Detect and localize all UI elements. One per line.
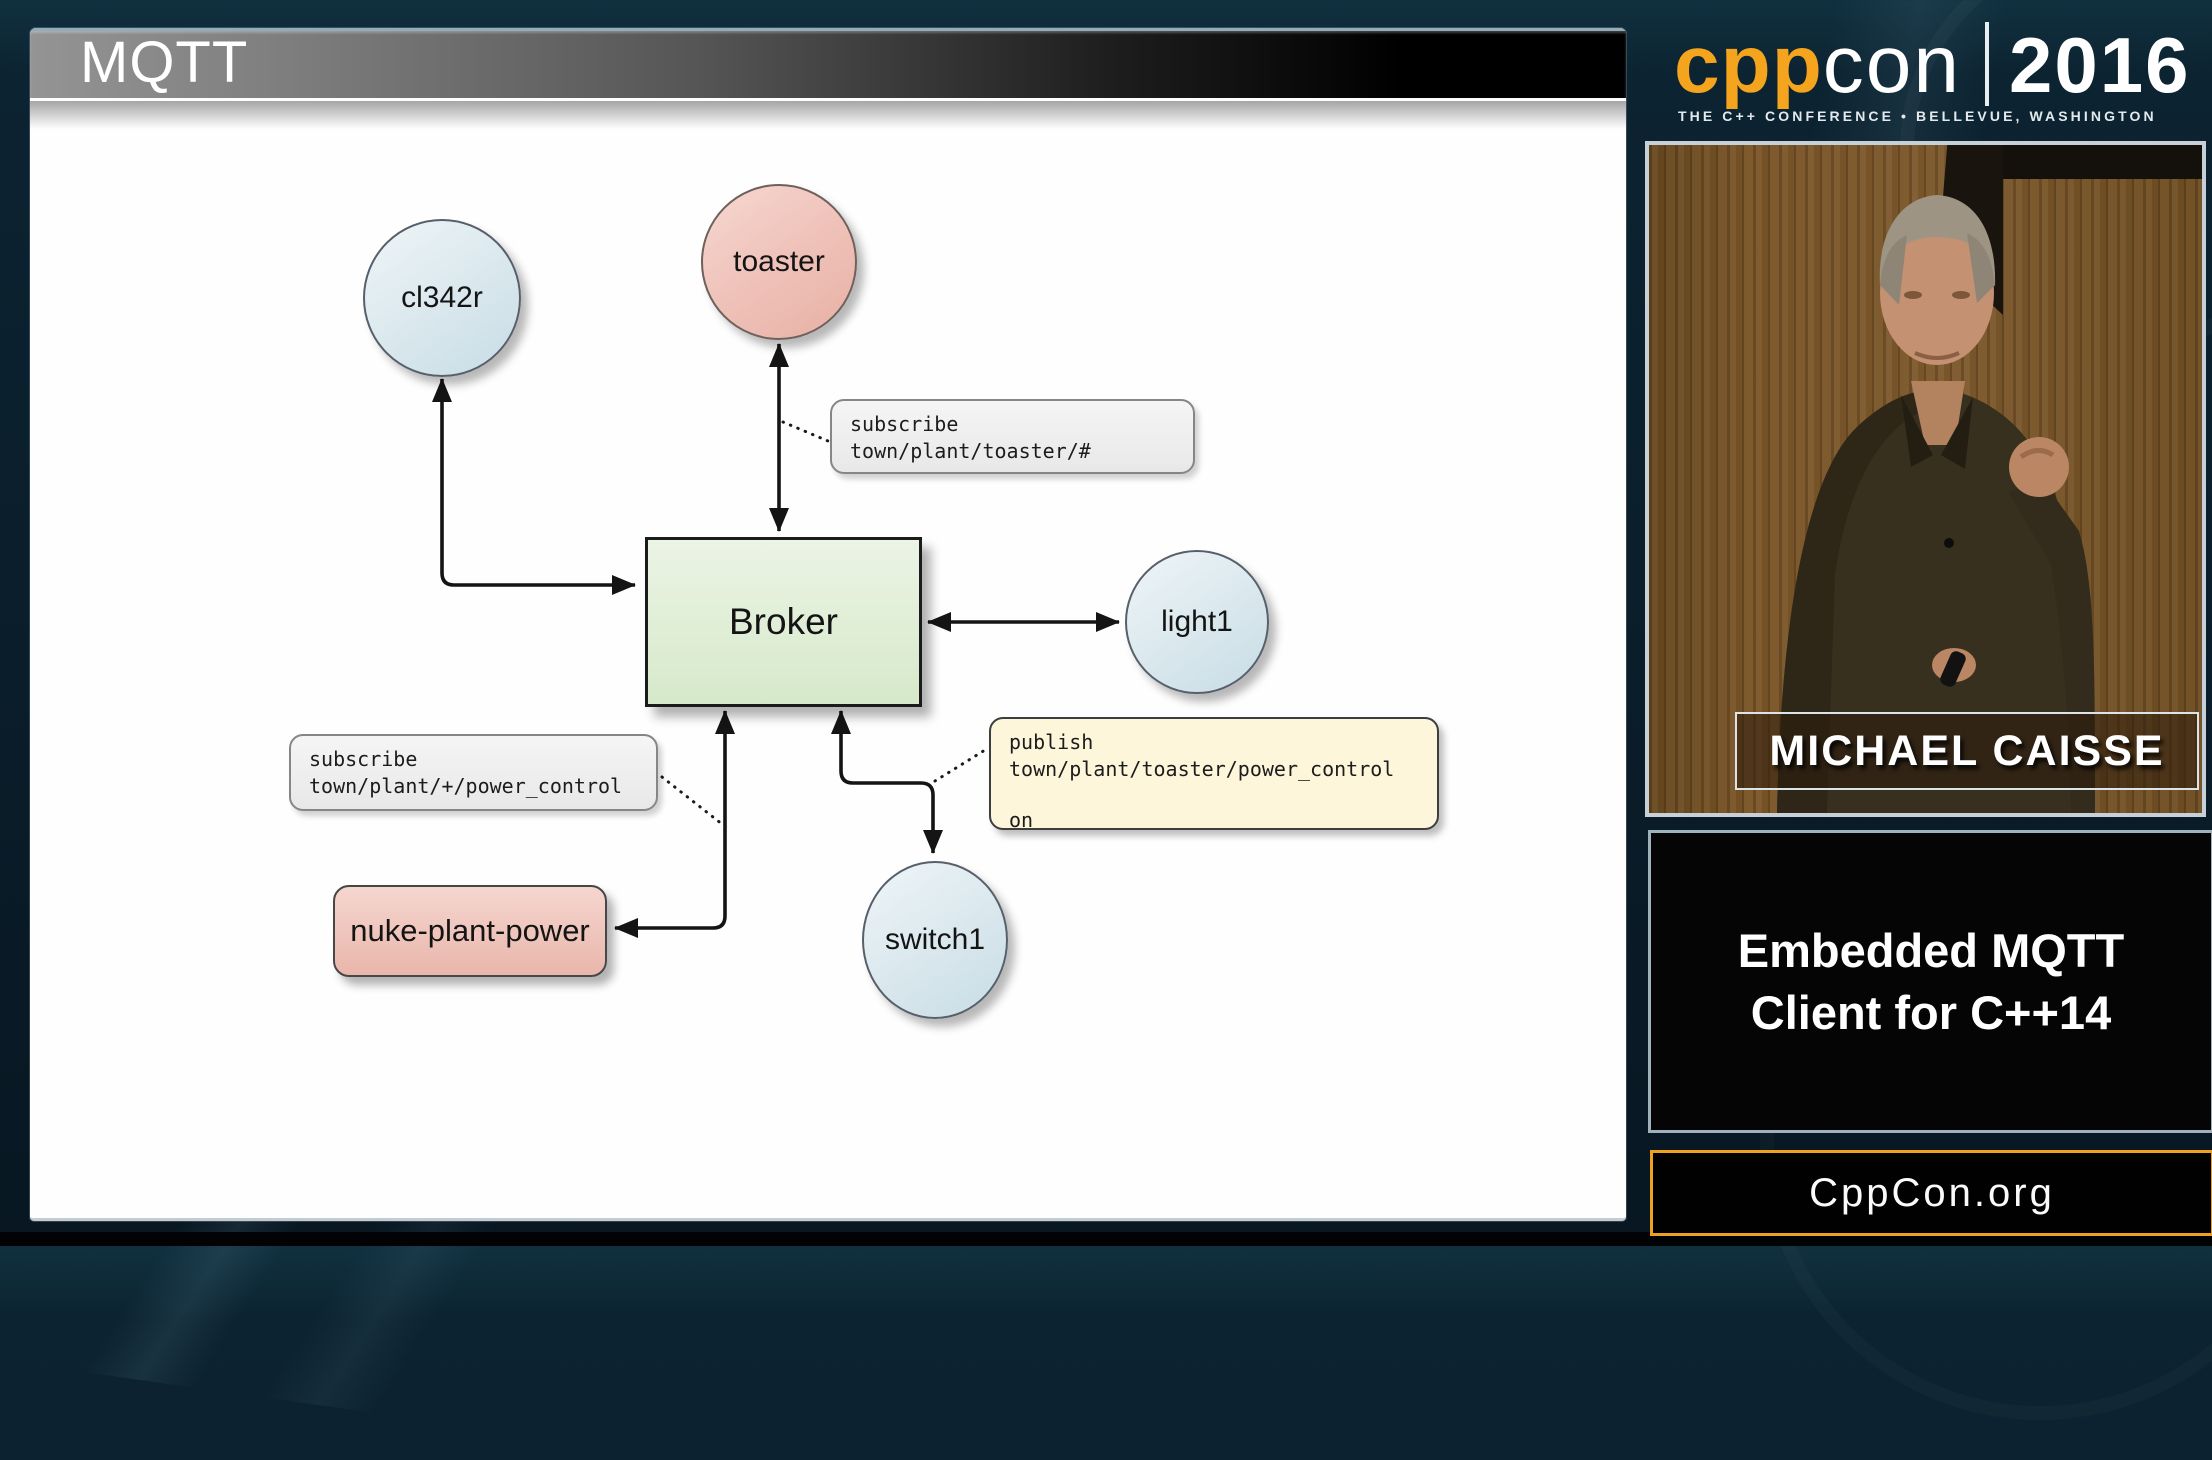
- arrow-broker-nuke: [614, 710, 735, 938]
- node-toaster-label: toaster: [733, 245, 825, 278]
- presentation-slide: cl342r toaster Broker light1 switch1 nuk…: [30, 28, 1626, 1221]
- dotted-link-subscribe-toaster: [781, 420, 830, 443]
- logo-con: con: [1822, 19, 1962, 110]
- callout-line: town/plant/toaster/#: [850, 439, 1091, 463]
- node-light1-label: light1: [1161, 605, 1233, 638]
- talk-title-line1: Embedded MQTT: [1737, 923, 2125, 977]
- callout-line: publish: [1009, 730, 1094, 754]
- title-bar-shadow: [30, 101, 1626, 129]
- talk-title-box: Embedded MQTT Client for C++14: [1648, 830, 2212, 1133]
- mqtt-diagram: cl342r toaster Broker light1 switch1 nuk…: [30, 28, 1626, 1218]
- logo-divider-bar: [1985, 22, 1990, 106]
- speaker-nameplate: MICHAEL CAISSE: [1735, 712, 2199, 790]
- arrow-cl342r-broker: [432, 378, 636, 595]
- node-nuke-plant-power-label: nuke-plant-power: [350, 913, 590, 948]
- cppcon-org-label: CppCon.org: [1809, 1170, 2055, 1215]
- node-switch1-label: switch1: [884, 923, 986, 956]
- conference-tagline: THE C++ CONFERENCE • BELLEVUE, WASHINGTO…: [1678, 108, 2157, 124]
- cppcon-org-banner: CppCon.org: [1650, 1150, 2212, 1236]
- callout-subscribe-power: subscribe town/plant/+/power_control: [289, 734, 658, 811]
- node-toaster: toaster: [701, 184, 857, 340]
- dotted-link-publish: [933, 748, 987, 783]
- speaker-figure: [1777, 195, 2095, 813]
- slide-title-bar: MQTT: [30, 28, 1626, 98]
- arrow-broker-switch1: [831, 710, 943, 854]
- speaker-name: MICHAEL CAISSE: [1769, 726, 2165, 775]
- node-broker: Broker: [645, 537, 922, 707]
- callout-line: town/plant/toaster/power_control: [1009, 757, 1395, 781]
- cppcon-logo: cppcon 2016: [1674, 8, 2212, 112]
- node-cl342r: cl342r: [363, 219, 521, 377]
- callout-line: subscribe: [309, 747, 418, 771]
- callout-subscribe-toaster: subscribe town/plant/toaster/#: [830, 399, 1195, 474]
- diagram-connectors: [432, 343, 1120, 938]
- logo-year: 2016: [2009, 21, 2191, 109]
- callout-line: subscribe: [850, 412, 959, 436]
- node-broker-label: Broker: [729, 601, 838, 642]
- slide-title: MQTT: [80, 30, 249, 95]
- node-switch1: switch1: [862, 861, 1008, 1019]
- node-light1: light1: [1125, 550, 1269, 694]
- callout-publish-power: publish town/plant/toaster/power_control…: [989, 717, 1439, 832]
- node-cl342r-label: cl342r: [401, 281, 483, 314]
- callout-line: town/plant/+/power_control: [309, 774, 623, 798]
- speaker-video-frame: [1645, 141, 2206, 817]
- dotted-link-subscribe-power: [660, 775, 729, 830]
- logo-cpp: cpp: [1674, 19, 1823, 110]
- callout-payload: on: [1009, 808, 1034, 832]
- node-nuke-plant-power: nuke-plant-power: [333, 885, 607, 977]
- video-dark-beam: [1986, 145, 2202, 179]
- talk-title-line2: Client for C++14: [1750, 985, 2112, 1039]
